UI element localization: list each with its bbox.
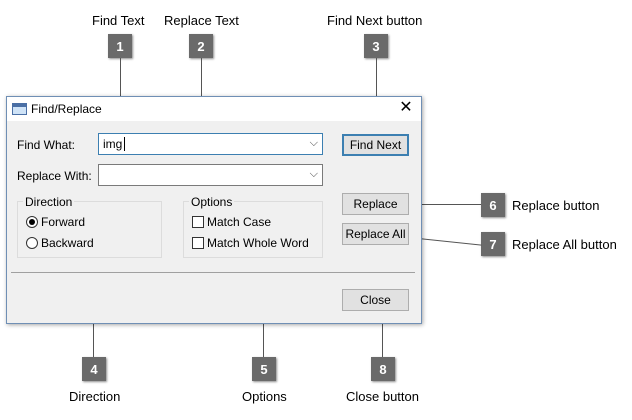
forward-label[interactable]: Forward [41, 215, 86, 229]
connector-line-6 [409, 204, 481, 205]
replace-with-label: Replace With: [17, 169, 92, 183]
title-bar[interactable]: Find/Replace ✕ [7, 97, 421, 121]
callout-label-find-text: Find Text [92, 13, 145, 28]
match-whole-word-checkbox[interactable] [192, 237, 204, 249]
callout-badge-6: 6 [481, 193, 505, 217]
callout-label-replace-text: Replace Text [164, 13, 239, 28]
chevron-down-icon[interactable]: ⌵ [309, 168, 318, 180]
callout-label-replace-button: Replace button [512, 198, 600, 213]
separator [11, 272, 415, 273]
connector-line-8 [382, 308, 383, 357]
callout-badge-5: 5 [252, 357, 276, 381]
replace-all-button[interactable]: Replace All [342, 223, 409, 245]
backward-radio[interactable] [26, 237, 38, 249]
callout-label-close: Close button [346, 389, 419, 404]
replace-with-combobox[interactable]: ⌵ [98, 164, 323, 186]
callout-label-direction: Direction [69, 389, 121, 404]
close-icon[interactable]: ✕ [399, 99, 413, 116]
window-icon [12, 103, 27, 115]
text-caret [124, 137, 125, 151]
find-what-value: img [103, 137, 123, 151]
find-replace-dialog: Find/Replace ✕ Find What: img ⌵ Replace … [6, 96, 422, 324]
callout-badge-8: 8 [371, 357, 395, 381]
options-group-title: Options [189, 195, 235, 209]
replace-button[interactable]: Replace [342, 193, 409, 215]
callout-badge-7: 7 [481, 232, 505, 256]
direction-group [17, 201, 162, 258]
callout-badge-2: 2 [189, 34, 213, 58]
callout-label-find-next: Find Next button [327, 13, 423, 28]
callout-label-replace-all: Replace All button [512, 237, 617, 252]
find-what-combobox[interactable]: img ⌵ [98, 133, 323, 155]
forward-radio[interactable] [26, 216, 38, 228]
match-case-checkbox[interactable] [192, 216, 204, 228]
match-whole-word-label[interactable]: Match Whole Word [207, 236, 309, 250]
callout-label-options: Options [242, 389, 287, 404]
backward-label[interactable]: Backward [41, 236, 94, 250]
callout-badge-3: 3 [364, 34, 388, 58]
callout-badge-4: 4 [82, 357, 106, 381]
match-case-label[interactable]: Match Case [207, 215, 272, 229]
callout-badge-1: 1 [108, 34, 132, 58]
chevron-down-icon[interactable]: ⌵ [309, 137, 318, 149]
find-next-button[interactable]: Find Next [342, 134, 409, 156]
find-what-label: Find What: [17, 138, 76, 152]
direction-group-title: Direction [23, 195, 75, 209]
options-group [183, 201, 323, 258]
dialog-title: Find/Replace [31, 102, 102, 116]
close-button[interactable]: Close [342, 289, 409, 311]
